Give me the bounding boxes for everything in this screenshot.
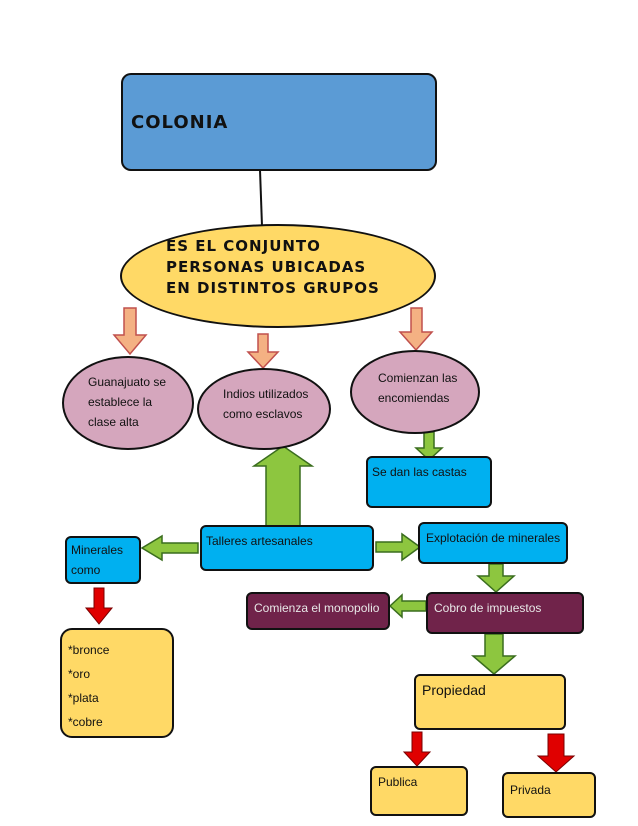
colonia-box: Colonia <box>121 73 437 171</box>
definition-ellipse: Es el conjunto personas ubicadas en dist… <box>120 224 436 328</box>
list-item-oro: *oro <box>68 667 91 681</box>
indios-text: Indios utilizados como esclavos <box>223 384 308 424</box>
definition-line-3: en distintos grupos <box>166 279 380 297</box>
minerales-text: Minerales como <box>71 540 123 580</box>
minerals-list: *bronce *oro *plata *cobre <box>68 638 109 734</box>
talleres-text: Talleres artesanales <box>206 534 313 548</box>
green-arrow-down-impuestos <box>476 563 516 594</box>
list-item-cobre: *cobre <box>68 715 103 729</box>
orange-arrow-left <box>112 307 148 356</box>
green-arrow-down-propiedad <box>470 633 518 675</box>
explotacion-text: Explotación de minerales <box>426 531 561 545</box>
indios-line-2: como esclavos <box>223 407 303 421</box>
castas-text: Se dan las castas <box>372 465 467 479</box>
propiedad-box: Propiedad <box>414 674 566 730</box>
red-arrow-privada <box>536 733 576 773</box>
guanajuato-text: Guanajuato se establece la clase alta <box>88 372 166 432</box>
privada-box: Privada <box>502 772 596 818</box>
castas-box: Se dan las castas <box>366 456 492 508</box>
minerales-box: Minerales como <box>65 536 141 584</box>
talleres-box: Talleres artesanales <box>200 525 374 571</box>
guanajuato-line-2: establece la <box>88 395 153 409</box>
publica-text: Publica <box>378 775 418 789</box>
monopolio-text: Comienza el monopolio <box>254 601 380 615</box>
title-connector-line <box>259 169 263 227</box>
encomiendas-text: Comienzan las encomiendas <box>378 368 457 408</box>
explotacion-box: Explotación de minerales <box>418 522 568 564</box>
list-item-plata: *plata <box>68 691 99 705</box>
encomiendas-ellipse: Comienzan las encomiendas <box>350 350 480 434</box>
privada-text: Privada <box>510 783 551 797</box>
indios-line-1: Indios utilizados <box>223 387 309 401</box>
green-arrow-encomiendas-castas <box>414 431 444 462</box>
indios-ellipse: Indios utilizados como esclavos <box>197 368 331 450</box>
definition-line-2: personas ubicadas <box>166 258 367 276</box>
guanajuato-line-3: clase alta <box>88 415 139 429</box>
minerals-list-box: *bronce *oro *plata *cobre <box>60 628 174 738</box>
impuestos-box: Cobro de impuestos <box>426 592 584 634</box>
orange-arrow-right <box>398 307 434 352</box>
encomiendas-line-2: encomiendas <box>378 391 450 405</box>
green-arrow-up-indios <box>251 445 315 529</box>
green-arrow-left-monopolio <box>388 593 427 619</box>
green-arrow-left-minerales <box>140 534 199 562</box>
red-arrow-minerales-list <box>84 587 114 625</box>
monopolio-box: Comienza el monopolio <box>246 592 390 630</box>
propiedad-text: Propiedad <box>422 682 486 698</box>
colonia-title: Colonia <box>131 112 229 133</box>
guanajuato-line-1: Guanajuato se <box>88 375 167 389</box>
guanajuato-ellipse: Guanajuato se establece la clase alta <box>62 356 194 450</box>
publica-box: Publica <box>370 766 468 816</box>
definition-text: Es el conjunto personas ubicadas en dist… <box>166 236 380 299</box>
minerales-line-2: como <box>71 563 101 577</box>
list-item-bronce: *bronce <box>68 643 110 657</box>
definition-line-1: Es el conjunto <box>166 237 321 255</box>
green-arrow-right-explotacion <box>375 532 422 562</box>
minerales-line-1: Minerales <box>71 543 124 557</box>
impuestos-text: Cobro de impuestos <box>434 601 542 615</box>
encomiendas-line-1: Comienzan las <box>378 371 458 385</box>
red-arrow-publica <box>402 731 432 767</box>
orange-arrow-middle <box>246 333 280 370</box>
